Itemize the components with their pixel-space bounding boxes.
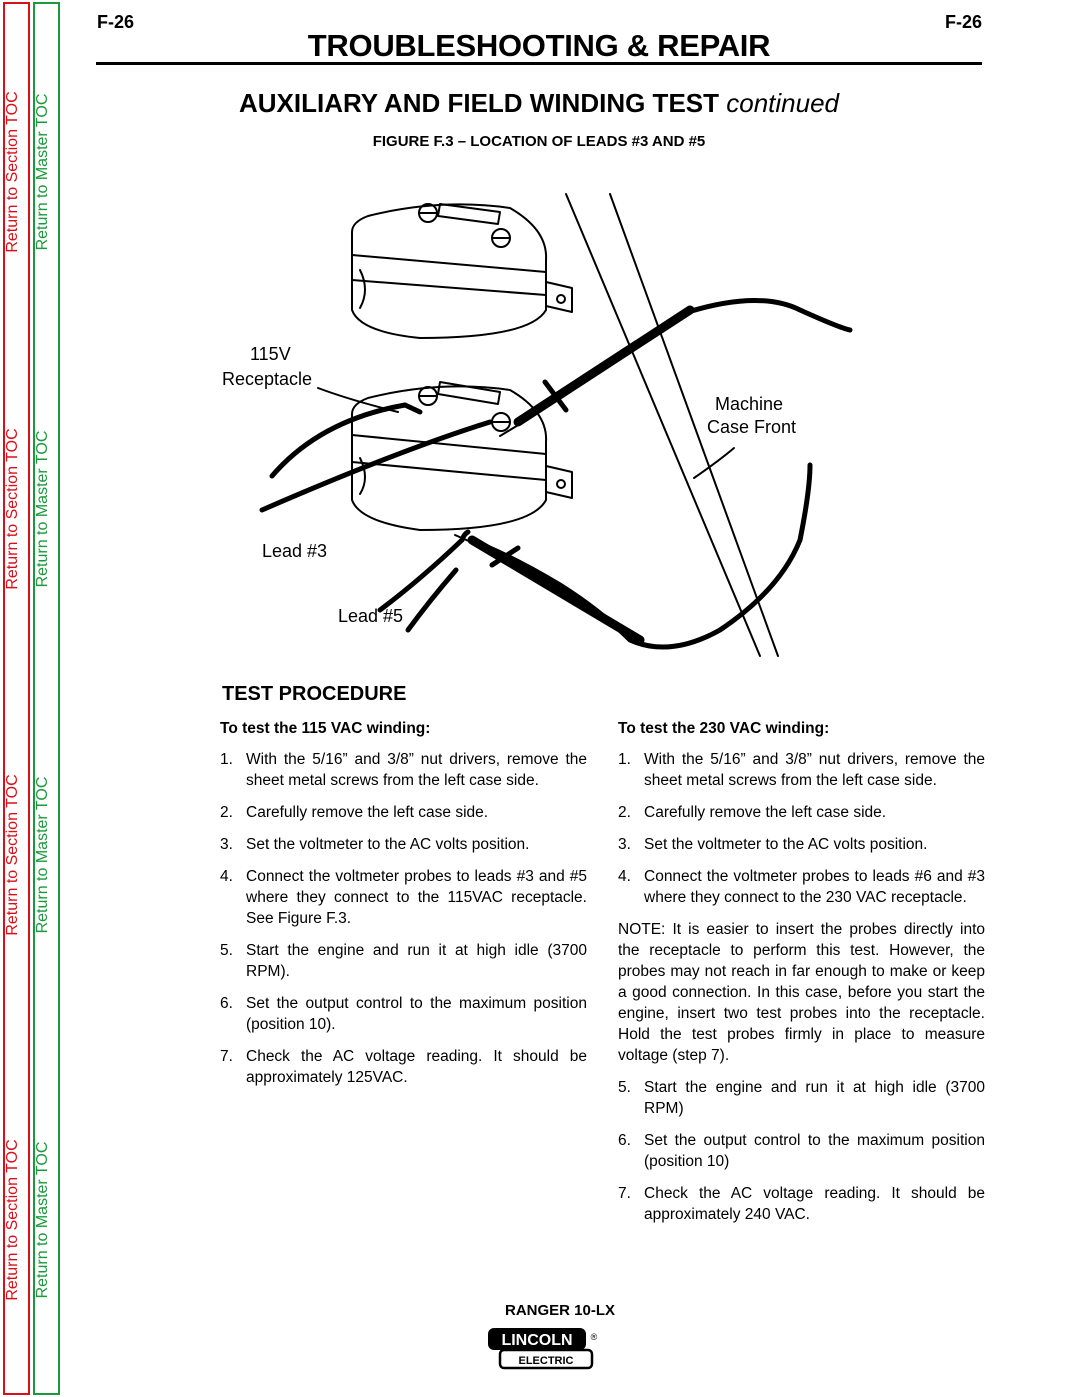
section-title: AUXILIARY AND FIELD WINDING TEST continu… (96, 88, 982, 119)
probe-b (467, 535, 645, 645)
step-text: Set the output control to the maximum po… (644, 1132, 985, 1170)
case-front-line-2 (609, 193, 779, 657)
step-230vac-step-3: 3. Set the voltmeter to the AC volts posi… (618, 834, 985, 855)
step-230vac-late-step-2: 6. Set the output control to the maximum … (618, 1130, 985, 1172)
step-number: 1. (220, 751, 233, 768)
step-text: Connect the voltmeter probes to leads #3… (246, 868, 587, 927)
svg-text:®: ® (591, 1332, 598, 1342)
step-text: Connect the voltmeter probes to leads #6… (644, 868, 985, 906)
return-section-toc-link-2[interactable]: Return to Section TOC (4, 428, 21, 590)
master-toc-bar (33, 2, 60, 1395)
return-master-toc-link-2[interactable]: Return to Master TOC (34, 430, 51, 588)
step-text: Carefully remove the left case side. (644, 804, 887, 821)
step-number: 5. (220, 942, 233, 959)
procedure-115vac-column: To test the 115 VAC winding: 1. With the … (220, 718, 587, 1099)
page-title: TROUBLESHOOTING & REPAIR (307, 28, 771, 63)
return-section-toc-link-1[interactable]: Return to Section TOC (4, 91, 21, 253)
step-number: 4. (618, 868, 631, 885)
step-230vac-step-4: 4. Connect the voltmeter probes to leads … (618, 866, 985, 908)
step-number: 6. (220, 995, 233, 1012)
step-230vac-late-step-3: 7. Check the AC voltage reading. It shoul… (618, 1183, 985, 1225)
step-230vac-step-1: 1. With the 5/16” and 3/8” nut drivers, r… (618, 749, 985, 791)
step-115vac-step-1: 1. With the 5/16” and 3/8” nut drivers, r… (220, 749, 587, 791)
step-115vac-step-3: 3. Set the voltmeter to the AC volts posi… (220, 834, 587, 855)
step-text: Start the engine and run it at high idle… (644, 1079, 985, 1117)
probe-a-cable (685, 297, 853, 333)
figure-caption: FIGURE F.3 – LOCATION OF LEADS #3 AND #5 (372, 133, 706, 150)
label-receptacle: Receptacle (222, 369, 312, 389)
step-number: 7. (220, 1048, 233, 1065)
probe-lead-a-wire (259, 419, 493, 513)
step-text: Check the AC voltage reading. It should … (644, 1185, 985, 1223)
section-toc-bar (3, 2, 30, 1395)
label-lead5: Lead #5 (338, 606, 403, 626)
probe-b-guard (489, 545, 521, 568)
step-number: 5. (618, 1079, 631, 1096)
test-procedure-heading: TEST PROCEDURE (222, 683, 407, 705)
figure-f3-illustration: 115V Receptacle Machine Case Front Lead … (222, 193, 853, 657)
footer-model-name: RANGER 10-LX (504, 1302, 616, 1319)
step-number: 2. (220, 804, 233, 821)
page-number-right: F-26 (944, 12, 982, 32)
note-paragraph: NOTE: It is easier to insert the probes … (618, 921, 985, 1064)
step-text: Set the voltmeter to the AC volts positi… (644, 836, 928, 853)
step-text: Check the AC voltage reading. It should … (246, 1048, 587, 1086)
step-115vac-step-5: 5. Start the engine and run it at high id… (220, 940, 587, 982)
step-text: Start the engine and run it at high idle… (246, 942, 587, 980)
section-title-continued: continued (726, 88, 840, 118)
step-number: 6. (618, 1132, 631, 1149)
title-rule (96, 62, 982, 65)
lead3-wire-upper (269, 402, 408, 479)
return-master-toc-link-4[interactable]: Return to Master TOC (34, 1141, 51, 1299)
step-230vac-late-step-1: 5. Start the engine and run it at high id… (618, 1077, 985, 1119)
label-115v: 115V (250, 344, 291, 364)
step-number: 3. (220, 836, 233, 853)
return-master-toc-link-3[interactable]: Return to Master TOC (34, 776, 51, 934)
label-machine: Machine (715, 394, 783, 414)
step-text: With the 5/16” and 3/8” nut drivers, rem… (644, 751, 985, 789)
return-master-toc-link-1[interactable]: Return to Master TOC (34, 93, 51, 251)
step-number: 4. (220, 868, 233, 885)
svg-text:ELECTRIC: ELECTRIC (519, 1355, 574, 1367)
probe-b-cable (467, 462, 813, 650)
step-text: Set the voltmeter to the AC volts positi… (246, 836, 530, 853)
page-number-left: F-26 (97, 12, 135, 32)
case-front-leader (693, 447, 735, 479)
lead5-wire (377, 537, 465, 613)
label-lead3: Lead #3 (262, 541, 327, 561)
step-text: Carefully remove the left case side. (246, 804, 489, 821)
step-115vac-step-6: 6. Set the output control to the maximum … (220, 993, 587, 1035)
step-number: 2. (618, 804, 631, 821)
step-115vac-step-7: 7. Check the AC voltage reading. It shoul… (220, 1046, 587, 1088)
step-115vac-step-2: 2. Carefully remove the left case side. (220, 802, 587, 823)
steps-115vac-list: 1. With the 5/16” and 3/8” nut drivers, r… (220, 749, 587, 1088)
step-text: With the 5/16” and 3/8” nut drivers, rem… (246, 751, 587, 789)
lincoln-electric-logo: LINCOLN ELECTRIC ® (488, 1328, 598, 1370)
step-number: 1. (618, 751, 631, 768)
step-115vac-step-4: 4. Connect the voltmeter probes to leads … (220, 866, 587, 929)
step-text: Set the output control to the maximum po… (246, 995, 587, 1033)
case-front-line-1 (565, 193, 761, 657)
top-receptacle (351, 203, 573, 339)
probe-a-guard (542, 379, 569, 413)
step-number: 3. (618, 836, 631, 853)
probe-a (513, 305, 695, 427)
subheading-230vac: To test the 230 VAC winding: (618, 720, 830, 737)
bottom-receptacle (351, 381, 573, 531)
steps-230vac-list-a: 1. With the 5/16” and 3/8” nut drivers, r… (618, 749, 985, 908)
procedure-230vac-column: To test the 230 VAC winding: 1. With the … (618, 718, 985, 1236)
step-number: 7. (618, 1185, 631, 1202)
subheading-115vac: To test the 115 VAC winding: (220, 720, 431, 737)
step-230vac-step-2: 2. Carefully remove the left case side. (618, 802, 985, 823)
section-title-main: AUXILIARY AND FIELD WINDING TEST (238, 88, 720, 118)
return-section-toc-link-3[interactable]: Return to Section TOC (4, 774, 21, 936)
svg-text:LINCOLN: LINCOLN (501, 1332, 572, 1349)
steps-230vac-list-b: 5. Start the engine and run it at high id… (618, 1077, 985, 1225)
label-case-front: Case Front (707, 417, 796, 437)
return-section-toc-link-4[interactable]: Return to Section TOC (4, 1139, 21, 1301)
